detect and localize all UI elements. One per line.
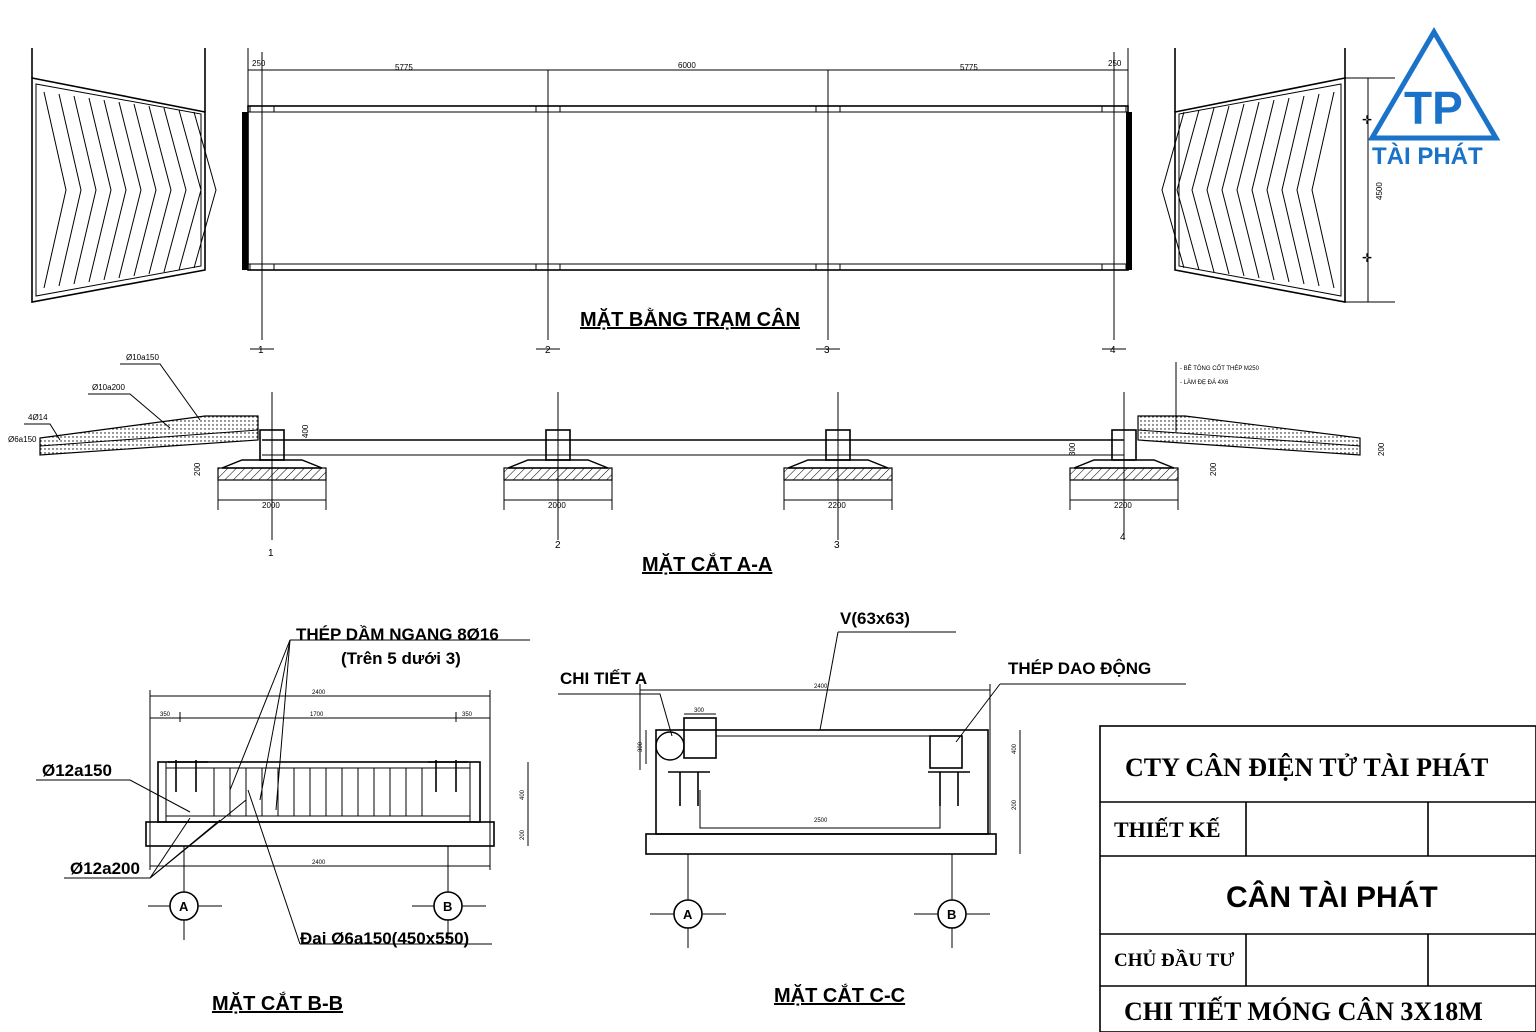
cc-axis-a-bubble <box>673 899 703 929</box>
aa-level-4: 200 <box>1209 462 1218 476</box>
cc-angle-label: V(63x63) <box>840 609 910 628</box>
logo-letters: TP <box>1404 82 1463 134</box>
logo-text: TÀI PHÁT <box>1372 142 1483 170</box>
aa-level-3: 200 <box>193 462 202 476</box>
cc-detail-circle <box>655 731 685 761</box>
left-ramp <box>31 77 248 303</box>
plan-title: MẶT BẰNG TRẠM CÂN <box>580 307 800 331</box>
plan-dim-5: 250 <box>1108 59 1122 68</box>
aa-note-3: 4Ø14 <box>28 413 48 422</box>
cc-detail-label: CHI TIẾT A <box>560 669 647 688</box>
plan-axis-3: 3 <box>824 345 830 356</box>
aa-axis-4: 4 <box>1120 532 1126 543</box>
design-label: THIẾT KẾ <box>1114 817 1221 842</box>
bb-dim-height: 400 <box>520 789 526 800</box>
plan-view: 250 5775 6000 5775 250 4500 ✛ ✛ 1 2 3 4 … <box>31 48 1395 356</box>
plan-height-dim: 4500 <box>1375 182 1384 200</box>
scale-platform <box>247 105 1129 271</box>
cc-axis-b: B <box>947 907 956 922</box>
footing-dim: 2200 <box>1114 501 1132 510</box>
aa-note-right-2: - LÀM ĐẸ ĐÁ 4X6 <box>1180 379 1229 386</box>
left-ramp-slab <box>39 415 259 456</box>
bb-axis-a-bubble <box>169 891 199 921</box>
bb-dim-base: 200 <box>520 829 526 840</box>
right-ramp <box>1126 77 1346 303</box>
company-name: CTY CÂN ĐIỆN TỬ TÀI PHÁT <box>1125 753 1488 782</box>
aa-note-4: Ø6a150 <box>8 435 37 444</box>
cc-dim-plate: 300 <box>694 708 705 714</box>
section-bb-title: MẶT CẮT B-B <box>212 991 343 1015</box>
cc-axis-b-bubble <box>937 899 967 929</box>
section-bb: 2400 350 1700 350 2400 400 200 THÉP DẦM … <box>36 625 530 1015</box>
plan-dim-1: 250 <box>252 59 266 68</box>
bb-axis-b: B <box>443 899 452 914</box>
aa-note-right-1: - BÊ TÔNG CỐT THÉP M250 <box>1180 364 1260 372</box>
section-aa-title: MẶT CẮT A-A <box>642 552 772 576</box>
plan-dim-2: 5775 <box>395 63 413 72</box>
aa-level-1: 400 <box>301 424 310 438</box>
owner-label: CHỦ ĐẦU TƯ <box>1114 949 1234 971</box>
cc-dim-height: 400 <box>1012 743 1018 754</box>
bb-dim-top: 2400 <box>312 690 326 696</box>
cc-axis-a: A <box>683 907 693 922</box>
bb-dim-left: 350 <box>160 712 171 718</box>
bb-beam <box>157 761 481 823</box>
plan-axis-2: 2 <box>545 345 551 356</box>
bb-dim-bottom: 2400 <box>312 860 326 866</box>
bb-beam-label: THÉP DẦM NGANG 8Ø16 <box>296 625 499 644</box>
plan-dim-4: 5775 <box>960 63 978 72</box>
bb-dim-right: 350 <box>462 712 473 718</box>
bb-beam-sub: (Trên 5 dưới 3) <box>341 649 461 668</box>
company-logo: TP TÀI PHÁT <box>1367 27 1501 170</box>
section-cc-title: MẶT CẮT C-C <box>774 983 905 1007</box>
right-ramp-slab <box>1137 415 1361 456</box>
aa-level-5: 200 <box>1377 442 1386 456</box>
footing-dim: 2200 <box>828 501 846 510</box>
title-block: CTY CÂN ĐIỆN TỬ TÀI PHÁT THIẾT KẾ CÂN TÀ… <box>1099 725 1536 1032</box>
svg-text:✛: ✛ <box>1362 113 1372 127</box>
plan-axis-4: 4 <box>1110 345 1116 356</box>
drawing-name: CHI TIẾT MÓNG CÂN 3X18M <box>1124 997 1483 1026</box>
section-cc: 2400 300 2500 300 400 200 V(63x63) CHI T… <box>558 609 1186 1007</box>
aa-axis-1: 1 <box>268 548 274 559</box>
cc-dim-left: 300 <box>638 741 644 752</box>
footing-dim: 2000 <box>262 501 280 510</box>
cc-dim-bolt: 2500 <box>814 818 828 824</box>
bb-stirrup: Đai Ø6a150(450x550) <box>300 929 469 948</box>
plan-dim-3: 6000 <box>678 61 696 70</box>
aa-note-1: Ø10a150 <box>126 353 159 362</box>
bb-left-bottom: Ø12a200 <box>70 859 140 878</box>
cc-dim-base: 200 <box>1012 799 1018 810</box>
aa-note-2: Ø10a200 <box>92 383 125 392</box>
bb-left-top: Ø12a150 <box>42 761 112 780</box>
cc-vibration-label: THÉP DAO ĐỘNG <box>1008 659 1151 678</box>
svg-text:✛: ✛ <box>1362 251 1372 265</box>
cc-dim-top: 2400 <box>814 684 828 690</box>
bb-axis-a: A <box>179 899 189 914</box>
footing-dim: 2000 <box>548 501 566 510</box>
aa-level-2: 300 <box>1068 442 1077 456</box>
bb-axis-b-bubble <box>433 891 463 921</box>
plan-axis-1: 1 <box>258 345 264 356</box>
bb-dim-mid: 1700 <box>310 712 324 718</box>
project-name: CÂN TÀI PHÁT <box>1226 880 1438 914</box>
aa-axis-2: 2 <box>555 540 561 551</box>
aa-axis-3: 3 <box>834 540 840 551</box>
